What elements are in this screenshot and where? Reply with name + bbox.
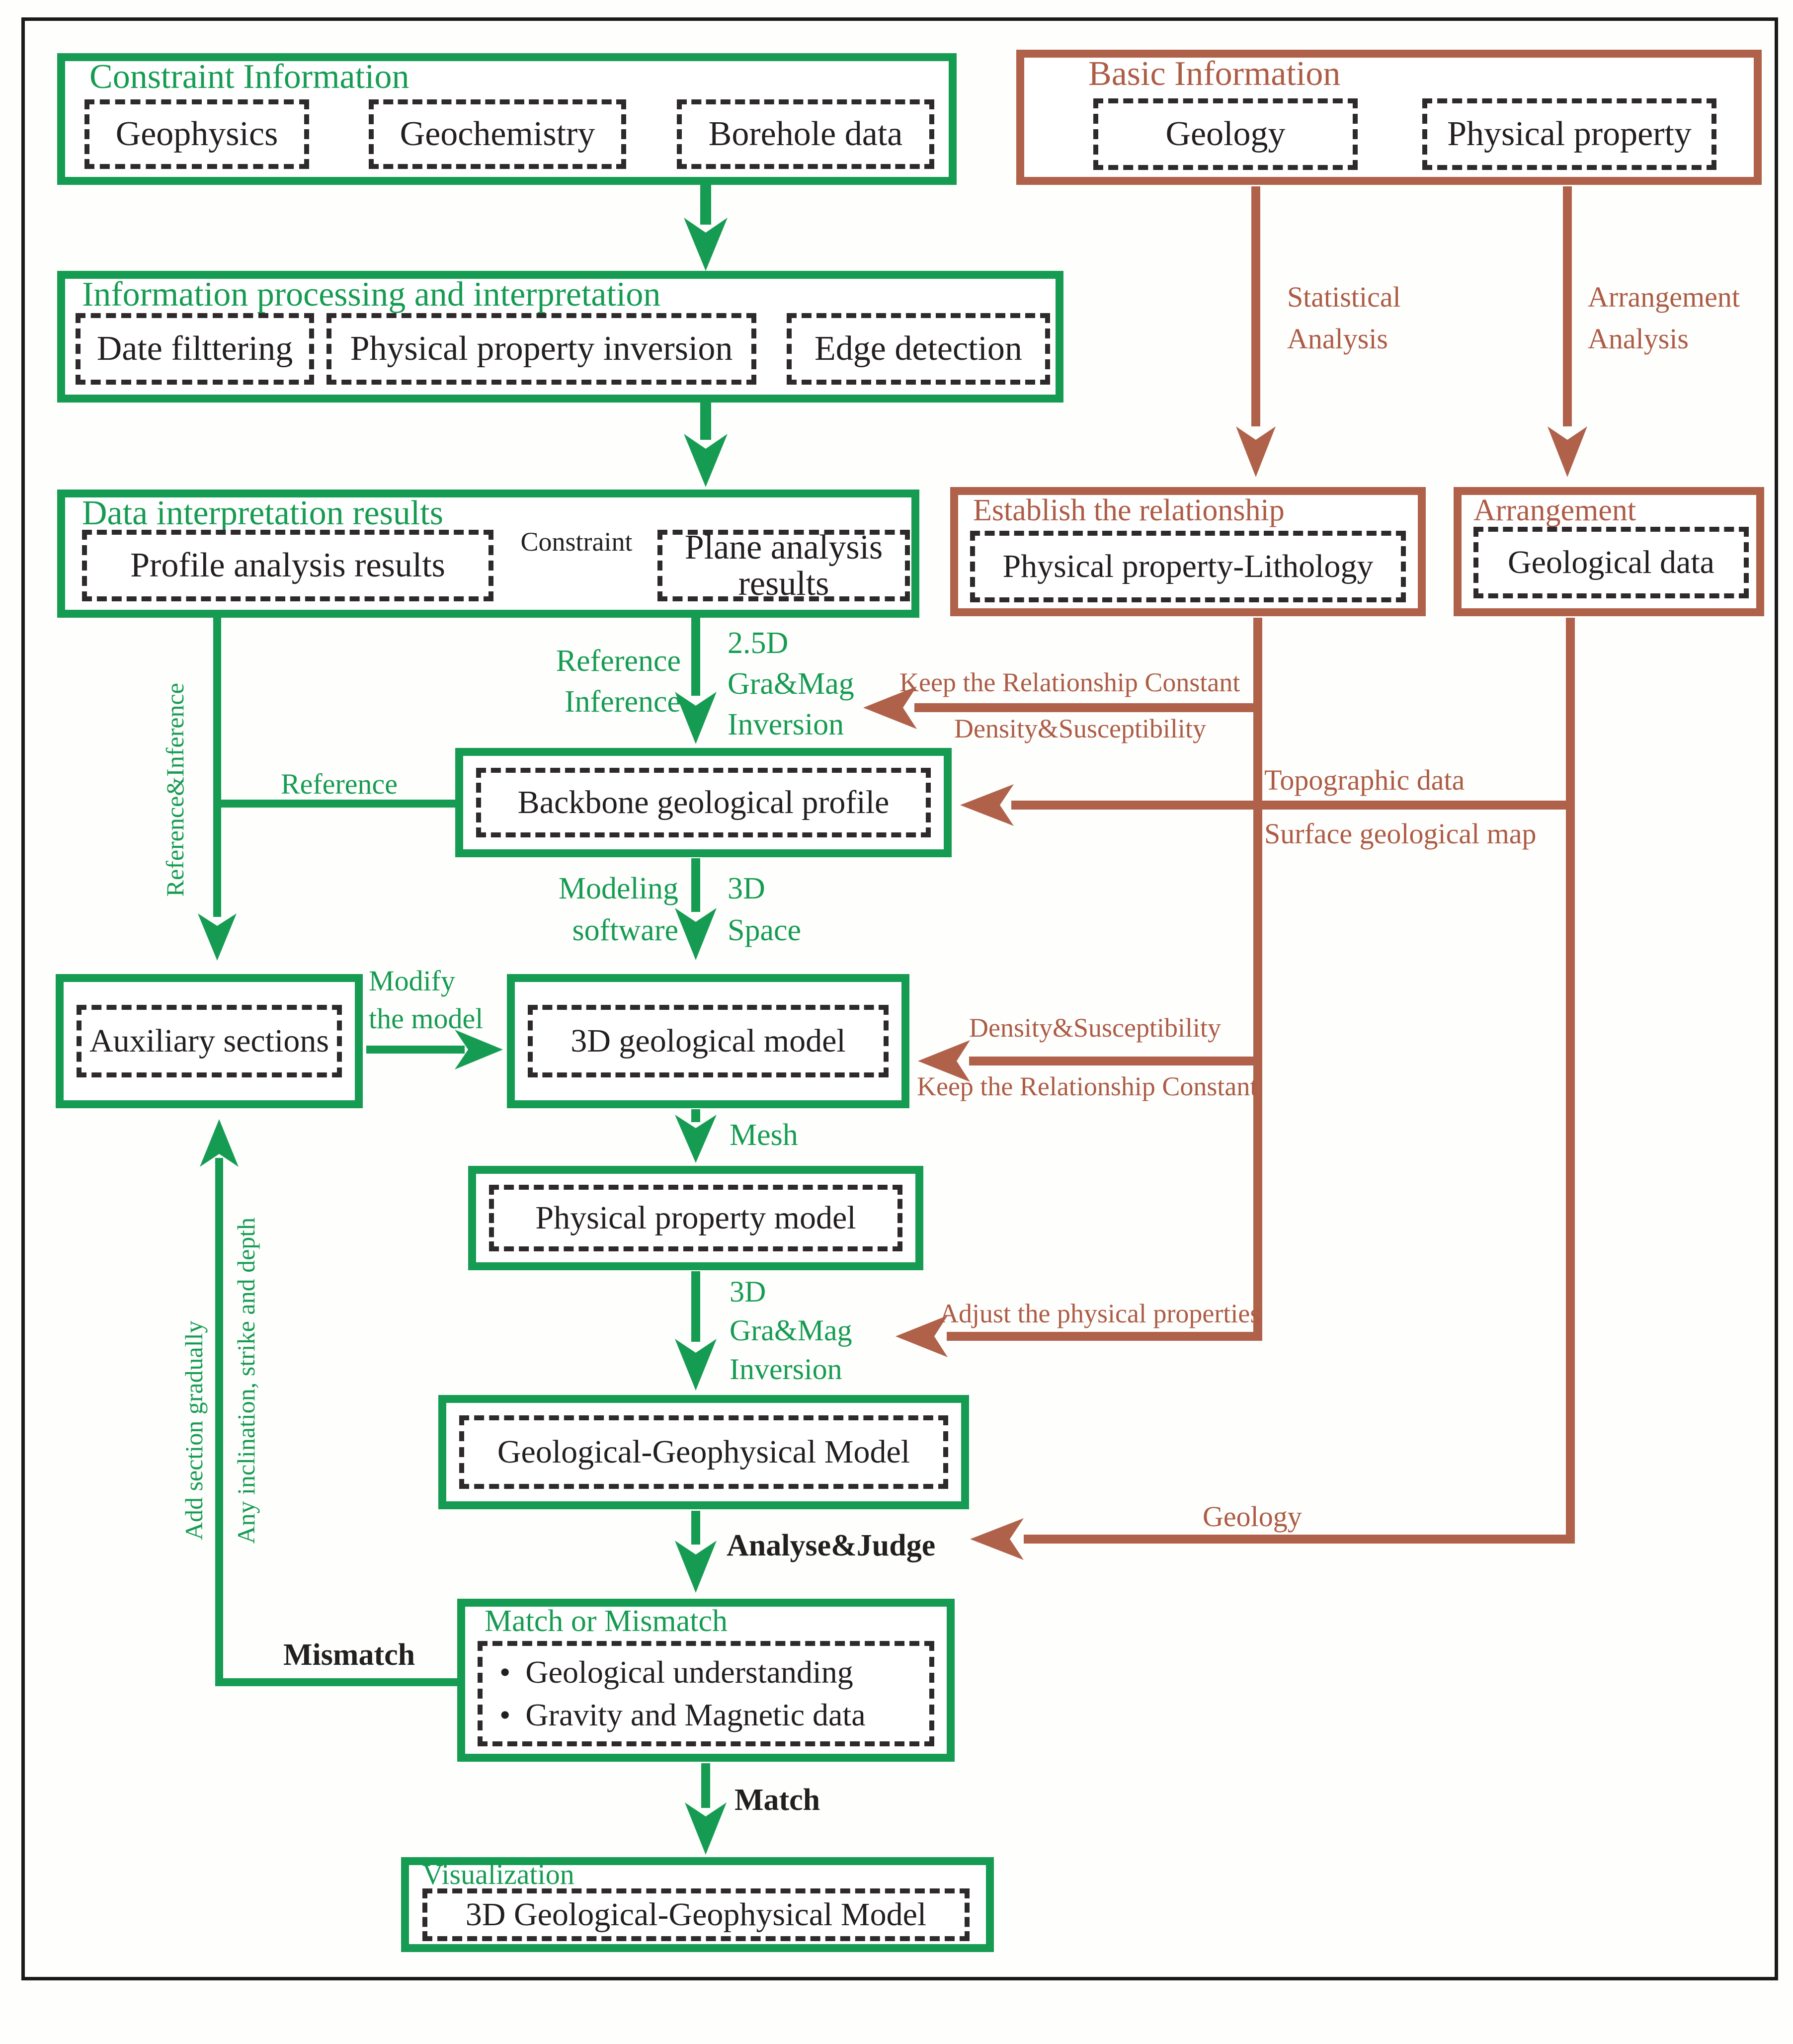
establish-relationship-title: Establish the relationship [973,493,1285,527]
statistical-analysis-label-1: Statistical [1287,281,1401,313]
physical-property-box: Physical property [1422,98,1716,170]
inv3d-label-2: Gra&Mag [730,1314,852,1347]
surface-geological-map-label: Surface geological map [1264,818,1537,850]
inv3d-label-1: 3D [730,1275,766,1308]
keep-constant-label-upper: Keep the Relationship Constant [899,667,1240,697]
final-model-dashed-box: 3D Geological-Geophysical Model [422,1888,970,1941]
bullet-icon: • [499,1654,511,1690]
profile-results-label: Profile analysis results [130,546,445,585]
arrangement-analysis-label-2: Analysis [1588,323,1689,355]
data-filtering-label: Date filttering [96,329,293,368]
match-criterion-row: • Gravity and Magnetic data [499,1699,866,1731]
final-model-label: 3D Geological-Geophysical Model [465,1896,927,1933]
any-inclination-rotated-label: Any inclination, strike and depth [232,1217,260,1544]
match-label: Match [734,1783,820,1817]
property-inversion-label: Physical property inversion [350,329,733,368]
geophysics-box: Geophysics [84,99,309,169]
mesh-label: Mesh [730,1118,798,1152]
bullet-icon: • [499,1697,511,1732]
plane-results-label: Plane analysis results [684,528,883,603]
analyse-judge-label: Analyse&Judge [727,1529,936,1562]
geo-geo-model-dashed-box: Geological-Geophysical Model [459,1415,948,1489]
figure-border [21,17,1778,1980]
inference-label-line2: Inference [564,685,681,719]
adjust-properties-label: Adjust the physical properties [939,1299,1261,1328]
inv3d-label-3: Inversion [730,1353,842,1386]
topographic-data-label: Topographic data [1264,764,1465,796]
backbone-profile-label: Backbone geological profile [517,784,890,821]
constraint-information-title: Constraint Information [89,58,409,96]
inv25-label-2: Gra&Mag [728,667,854,701]
plane-results-box: Plane analysis results [657,528,910,603]
density-susceptibility-label-upper: Density&Susceptibility [954,714,1206,743]
match-criteria-dashed-box: • Geological understanding • Gravity and M… [478,1641,934,1746]
geochemistry-label: Geochemistry [400,115,595,154]
edge-detection-box: Edge detection [787,313,1050,385]
geological-understanding-label: Geological understanding [525,1654,853,1690]
property-lithology-box: Physical property-Lithology [970,531,1406,602]
constraint-arrow-label: Constraint [520,527,633,557]
reference-branch-label: Reference [281,768,398,800]
interpretation-title: Data interpretation results [82,494,443,532]
add-section-rotated-label: Add section gradually [179,1320,208,1541]
processing-title: Information processing and interpretatio… [82,275,661,314]
auxiliary-sections-label: Auxiliary sections [89,1023,329,1060]
geophysics-label: Geophysics [115,115,278,154]
arrangement-analysis-label-1: Arrangement [1588,281,1740,313]
modeling-label-2: software [572,913,678,947]
geology-box: Geology [1093,98,1358,170]
geo-geo-model-label: Geological-Geophysical Model [497,1434,910,1471]
data-filtering-box: Date filttering [76,313,314,385]
reference-inference-rotated-label: Reference&Inference [161,683,189,897]
property-inversion-box: Physical property inversion [326,313,756,385]
reference-label-line1: Reference [556,644,681,678]
physical-model-dashed-box: Physical property model [489,1185,902,1251]
auxiliary-sections-dashed-box: Auxiliary sections [77,1005,342,1077]
modify-label-1: Modify [369,965,455,997]
match-mismatch-title: Match or Mismatch [485,1604,728,1638]
visualization-title: Visualization [422,1858,574,1890]
inv25-label-1: 2.5D [728,626,789,660]
gravity-magnetic-label: Gravity and Magnetic data [525,1697,866,1732]
arrangement-title: Arrangement [1473,493,1636,527]
density-susceptibility-label-lower: Density&Susceptibility [969,1013,1221,1043]
inv25-label-3: Inversion [728,708,844,741]
backbone-profile-dashed-box: Backbone geological profile [476,768,931,837]
property-lithology-label: Physical property-Lithology [1002,548,1374,585]
physical-property-label: Physical property [1447,115,1692,154]
geology-label: Geology [1165,115,1286,154]
match-criterion-row: • Geological understanding [499,1656,853,1688]
physical-model-label: Physical property model [535,1200,856,1236]
model3d-dashed-box: 3D geological model [528,1005,889,1077]
keep-constant-label-lower: Keep the Relationship Constant [917,1071,1258,1101]
basic-information-title: Basic Information [1088,55,1341,93]
borehole-data-label: Borehole data [708,115,903,154]
statistical-analysis-label-2: Analysis [1287,323,1388,355]
geological-data-box: Geological data [1473,527,1749,598]
model3d-label: 3D geological model [570,1023,846,1060]
mismatch-label: Mismatch [283,1638,415,1672]
modify-label-2: the model [369,1002,484,1035]
modeling-label-1: Modeling [558,872,678,905]
edge-detection-label: Edge detection [815,329,1022,368]
geology-branch-label: Geology [1203,1500,1302,1533]
space3d-label-1: 3D [728,872,765,905]
geochemistry-box: Geochemistry [369,99,626,169]
space3d-label-2: Space [728,913,802,947]
borehole-data-box: Borehole data [677,99,934,169]
geological-data-label: Geological data [1508,544,1714,581]
profile-results-box: Profile analysis results [82,530,493,601]
